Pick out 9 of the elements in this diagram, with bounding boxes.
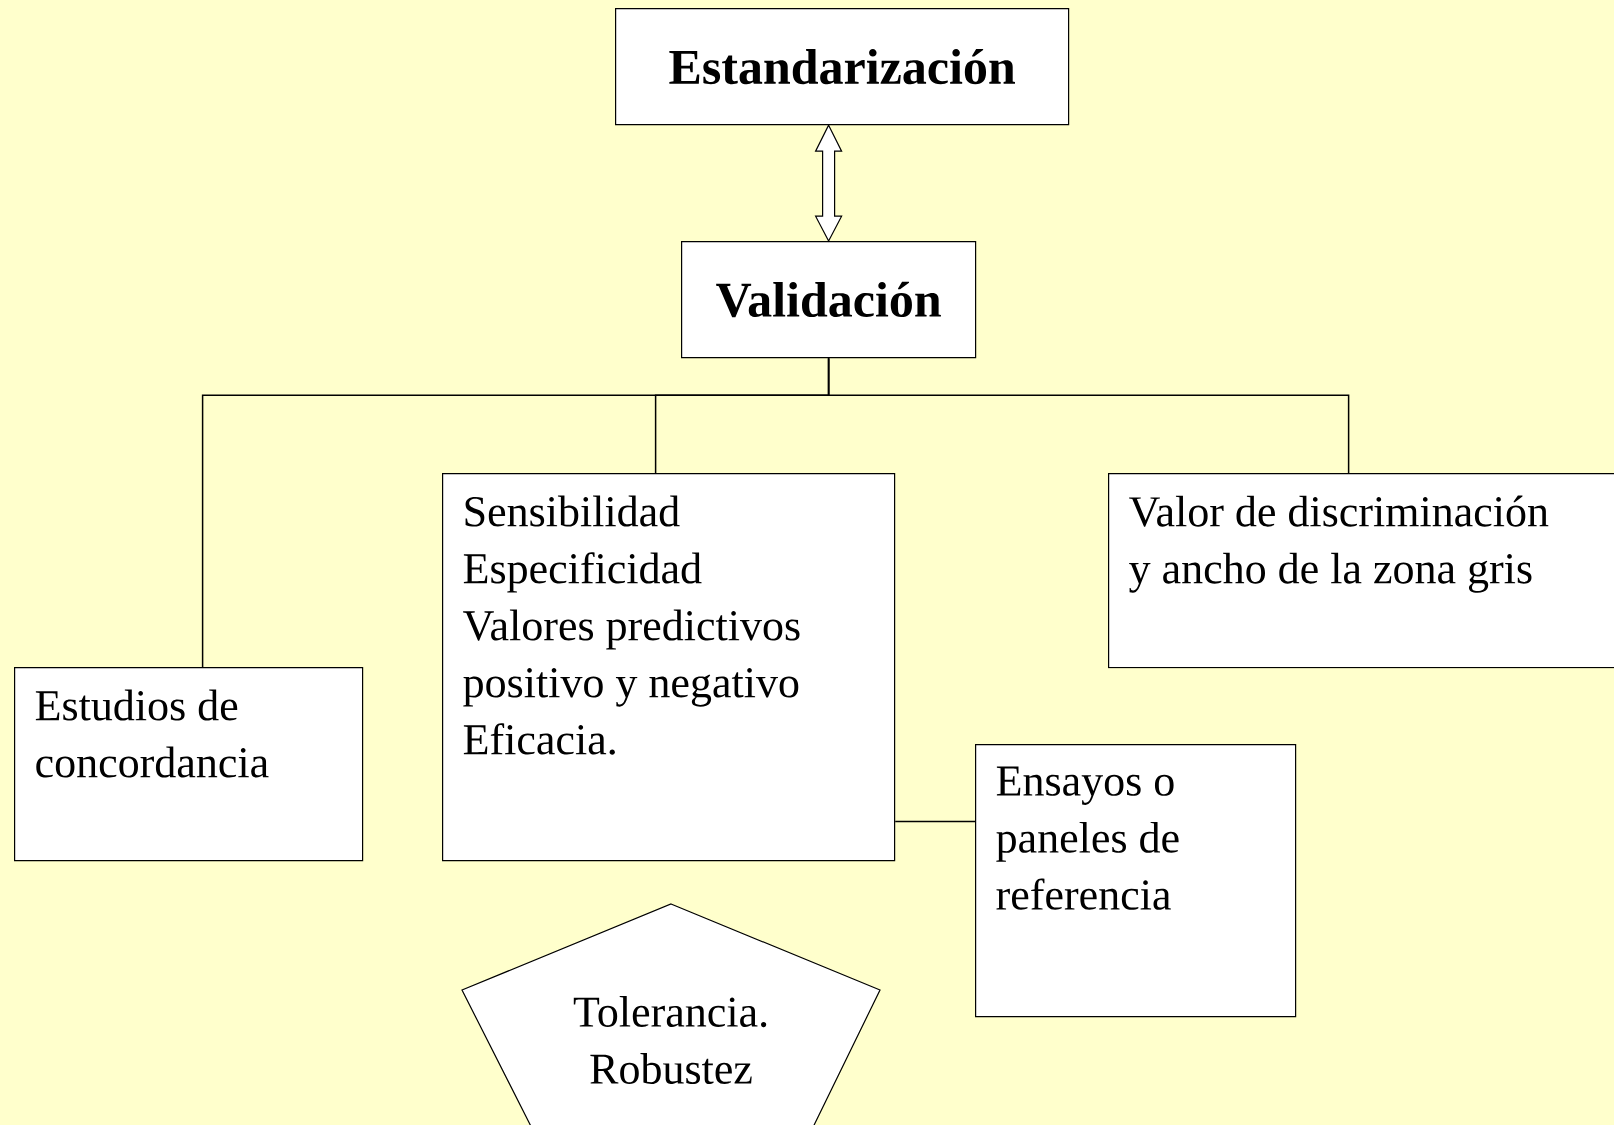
connector-line xyxy=(827,357,1350,474)
title-box: Validación xyxy=(681,241,977,359)
title-box: Estandarización xyxy=(615,8,1070,126)
connector-line xyxy=(894,820,976,823)
text-box: Valor de discriminación y ancho de la zona gris xyxy=(1108,473,1614,669)
text-box: Estudios de concordancia xyxy=(14,667,364,862)
pentagon: Tolerancia. Robustez xyxy=(461,903,881,1125)
text-box: Ensayos o paneles de referencia xyxy=(975,744,1297,1018)
text-box: Sensibilidad Especificidad Valores predictivos positivo y negativo Eficacia. xyxy=(442,473,896,862)
